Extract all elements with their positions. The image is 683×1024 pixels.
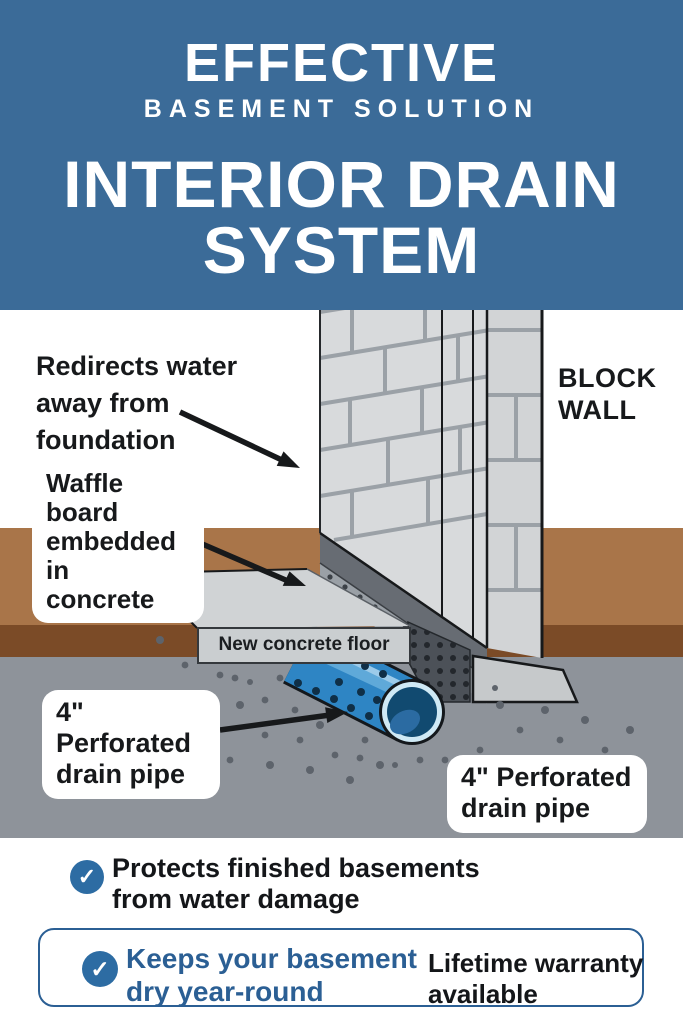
label-line: foundation [36, 425, 176, 455]
label-block-wall: BLOCK WALL [558, 362, 657, 426]
label-line: drain pipe [461, 793, 591, 823]
cross-section-diagram: Redirects water away from foundation Waf… [0, 310, 683, 838]
pipe-open-end [379, 679, 445, 745]
benefit-line: Protects finished basements [112, 853, 480, 883]
header-eyebrow: EFFECTIVE [183, 33, 500, 93]
page-title-line2: SYSTEM [202, 213, 481, 287]
label-line: Waffle board [46, 468, 124, 527]
warranty-line: Lifetime warranty [428, 948, 644, 978]
label-drain-pipe-right: 4" Perforated drain pipe [447, 755, 647, 833]
block-wall [319, 310, 544, 658]
benefit-line: Keeps your basement [126, 943, 417, 974]
warranty-text: Lifetime warranty available [428, 948, 643, 1010]
arrow-waffle [198, 540, 306, 586]
header-banner: EFFECTIVE BASEMENT SOLUTION INTERIOR DRA… [0, 0, 683, 310]
warranty-box [38, 928, 644, 1007]
label-new-concrete-floor: New concrete floor [197, 627, 411, 664]
benefit-protects: Protects finished basements from water d… [112, 853, 480, 915]
benefit-dry-basement: Keeps your basement dry year-round [126, 942, 417, 1008]
label-line: embedded in [46, 526, 177, 585]
diagram-art [0, 310, 683, 838]
warranty-line: available [428, 979, 538, 1009]
check-icon: ✓ [70, 860, 104, 894]
benefit-line: from water damage [112, 884, 360, 914]
check-icon: ✓ [82, 951, 118, 987]
label-line: concrete [46, 584, 155, 614]
label-waffle-board: Waffle board embedded in concrete [32, 462, 204, 623]
label-line: away from [36, 388, 170, 418]
label-drain-pipe-left: 4" Perforated drain pipe [42, 690, 220, 799]
footing [471, 654, 579, 704]
header-subtitle: BASEMENT SOLUTION [143, 95, 540, 123]
benefits-section: ✓ Protects finished basements from water… [0, 838, 683, 1024]
label-redirects-water: Redirects water away from foundation [36, 348, 237, 459]
pipe-perforations [294, 662, 387, 720]
label-line: drain pipe [56, 759, 186, 789]
arrow-redirects [178, 409, 300, 468]
arrow-pipe [219, 707, 348, 733]
label-line: 4" Perforated [56, 697, 192, 758]
page-title-line1: INTERIOR DRAIN [63, 147, 620, 221]
label-line: WALL [558, 395, 637, 425]
benefit-line: dry year-round [126, 976, 324, 1007]
label-line: Redirects water [36, 351, 238, 381]
label-line: 4" Perforated [461, 762, 632, 792]
label-line: BLOCK [558, 363, 657, 393]
